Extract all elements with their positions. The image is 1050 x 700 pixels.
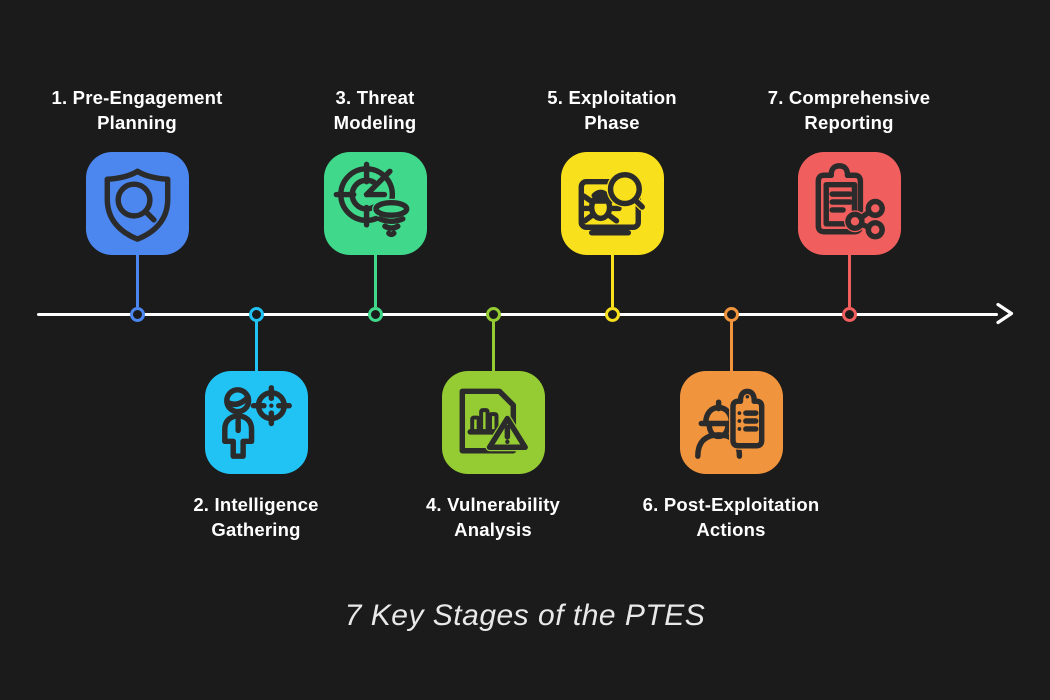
stage-7-label-line1: 7. Comprehensive [767,87,931,108]
stage-3: 3. Threat Modeling [275,0,475,700]
stage-5-connector [610,255,614,307]
stage-4: 4. Vulnerability Analysis [393,0,593,700]
diagram-title: 7 Key Stages of the PTES [344,599,706,632]
stage-5-dot [604,306,620,322]
stage-6-connector [729,321,733,371]
worker-checklist-icon [679,371,783,474]
stage-7-label-line2: Reporting [804,112,894,133]
stage-1-label: 1. Pre-Engagement Planning [22,85,252,135]
stage-6-dot [723,306,739,322]
stage-4-label-line1: 4. Vulnerability [425,494,561,515]
radar-tornado-icon [323,152,427,255]
stage-3-label: 3. Threat Modeling [260,85,490,135]
stage-1-dot [129,306,145,322]
stage-5-label-line2: Phase [584,112,640,133]
right-arrow-icon [996,302,1014,325]
stage-3-connector [373,255,377,307]
shield-magnifier-icon [85,152,189,255]
stage-5: 5. Exploitation Phase [512,0,712,700]
stage-1-label-line2: Planning [97,112,177,133]
stage-7: 7. Comprehensive Reporting [749,0,949,700]
stage-3-dot [367,306,383,322]
stage-6-label: 6. Post-Exploitation Actions [616,492,846,542]
stage-2-label-line1: 2. Intelligence [193,494,319,515]
stage-5-label-line1: 5. Exploitation [547,87,677,108]
timeline-axis [37,312,998,316]
stage-7-label: 7. Comprehensive Reporting [734,85,964,135]
stage-6-label-line2: Actions [696,519,766,540]
stage-6: 6. Post-Exploitation Actions [631,0,831,700]
stage-1-label-line1: 1. Pre-Engagement [51,87,223,108]
stage-2: 2. Intelligence Gathering [156,0,356,700]
stage-4-dot [485,306,501,322]
stage-4-connector [491,321,495,371]
stage-1: 1. Pre-Engagement Planning [37,0,237,700]
person-target-icon [204,371,308,474]
clipboard-share-icon [797,152,901,255]
stage-6-label-line1: 6. Post-Exploitation [642,494,820,515]
document-chart-warning-icon [441,371,545,474]
stage-2-connector [254,321,258,371]
stage-4-label: 4. Vulnerability Analysis [378,492,608,542]
stage-2-dot [248,306,264,322]
stage-3-label-line1: 3. Threat [335,87,415,108]
stage-5-label: 5. Exploitation Phase [497,85,727,135]
stage-4-label-line2: Analysis [454,519,532,540]
stage-7-dot [841,306,857,322]
stage-3-label-line2: Modeling [333,112,417,133]
stage-1-connector [135,255,139,307]
stage-7-connector [847,255,851,307]
stage-2-label-line2: Gathering [211,519,301,540]
stage-2-label: 2. Intelligence Gathering [141,492,371,542]
monitor-bug-magnifier-icon [560,152,664,255]
